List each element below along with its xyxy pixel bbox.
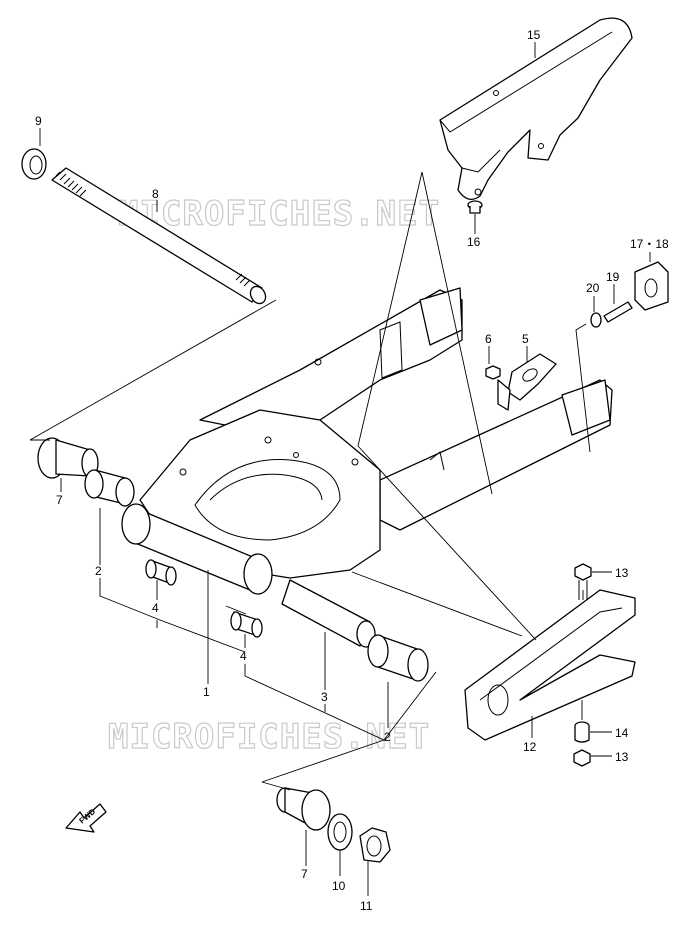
bolt-part-13-lower	[573, 749, 591, 767]
bolt-part-19	[603, 301, 633, 323]
chain-cover-part-15	[439, 17, 633, 201]
chain-buffer-part-12	[464, 589, 636, 741]
callout-8: 8	[152, 187, 159, 201]
washer-part-10	[327, 813, 353, 851]
block-part-17-18	[634, 261, 669, 311]
nut-part-11	[359, 827, 391, 863]
spacer-part-4-lower	[230, 611, 263, 638]
callout-2-upper: 2	[95, 564, 102, 578]
callout-10: 10	[332, 879, 346, 893]
callout-11: 11	[360, 899, 373, 913]
plate-part-5	[497, 353, 557, 411]
swingarm-part-1	[121, 287, 613, 595]
callout-17-18: 17・18	[630, 237, 669, 251]
callout-19: 19	[606, 270, 620, 284]
callout-15: 15	[527, 28, 541, 42]
callout-9: 9	[35, 114, 42, 128]
callout-3: 3	[321, 690, 328, 704]
watermark-top: MICROFICHES.NET	[118, 194, 440, 234]
bolt-part-16	[467, 200, 483, 214]
dust-seal-part-9	[21, 148, 47, 180]
watermark-bottom: MICROFICHES.NET	[108, 717, 430, 757]
callout-16: 16	[467, 235, 481, 249]
callout-12: 12	[523, 740, 537, 754]
bushing-part-7-lower	[276, 787, 331, 831]
washer-part-20	[590, 312, 602, 328]
callout-7-lower: 7	[301, 867, 308, 881]
callout-4-lower: 4	[240, 649, 247, 663]
callout-1: 1	[203, 685, 210, 699]
callout-6: 6	[485, 332, 492, 346]
pivot-shaft-part-8	[51, 167, 267, 305]
spacer-part-4-upper	[145, 559, 177, 586]
bearing-part-2-lower	[367, 634, 429, 682]
callout-4-upper: 4	[152, 601, 159, 615]
callout-13-upper: 13	[615, 566, 629, 580]
callout-20: 20	[586, 281, 600, 295]
callout-5: 5	[522, 332, 529, 346]
bolt-part-6	[485, 365, 501, 380]
fwd-arrow-icon: FWD	[65, 803, 107, 833]
callout-7-upper: 7	[56, 493, 63, 507]
collar-part-14	[574, 721, 590, 743]
pivot-tube-part-3	[281, 579, 376, 648]
callout-14: 14	[615, 726, 629, 740]
leader-lines	[29, 42, 651, 896]
callout-2-lower: 2	[384, 730, 391, 744]
bolt-part-13-upper	[574, 563, 592, 600]
bearing-part-2-upper	[84, 469, 135, 507]
callout-13-lower: 13	[615, 750, 629, 764]
